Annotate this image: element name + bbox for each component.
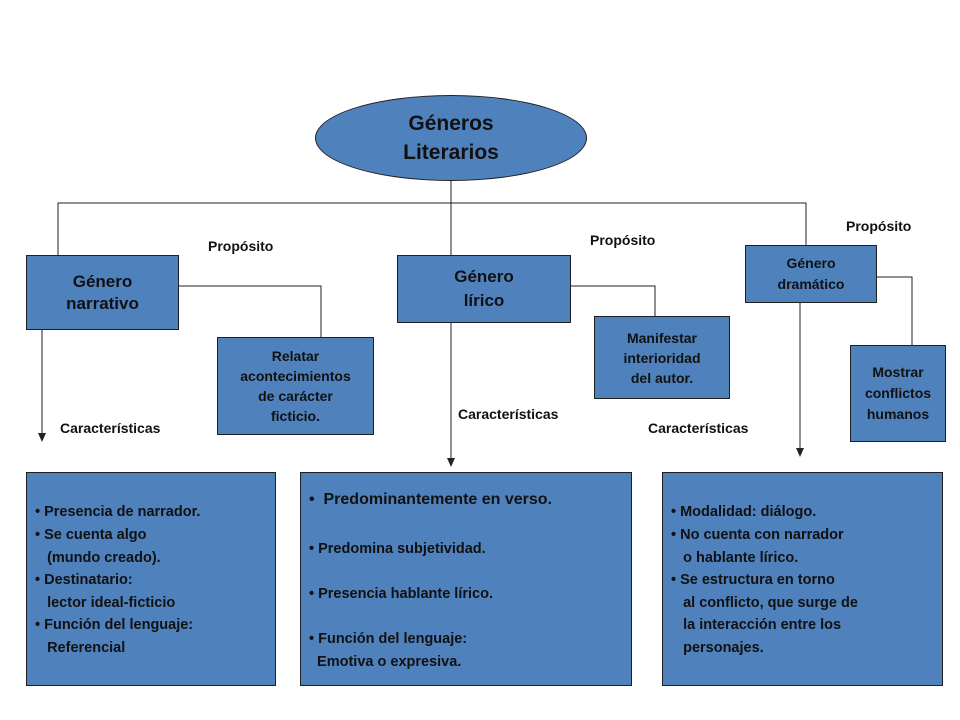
list-item: • No cuenta con narrador o hablante líri… [671, 527, 844, 566]
proposito-dramatico-box: Mostrar conflictos humanos [850, 345, 946, 442]
list-item: • Predominantemente en verso. [309, 491, 553, 508]
caracteristicas-label-dramatico: Características [648, 420, 749, 436]
list-item: • Se cuenta algo (mundo creado). [35, 527, 161, 566]
genero-narrativo-node: Género narrativo [26, 255, 179, 330]
caracteristicas-lirico-box: • Predominantemente en verso. • Predomin… [300, 472, 632, 686]
list-item: • Destinatario: lector ideal-ficticio [35, 572, 176, 611]
list-item: • Presencia de narrador. [35, 504, 201, 520]
genero-dramatico-node: Género dramático [745, 245, 877, 303]
caracteristicas-narrativo-box: • Presencia de narrador. • Se cuenta alg… [26, 472, 276, 686]
list-item: • Función del lenguaje: Referencial [35, 617, 194, 656]
root-generos-literarios: Géneros Literarios [315, 95, 587, 181]
list-item: • Función del lenguaje: Emotiva o expres… [309, 631, 468, 670]
list-item: • Modalidad: diálogo. [671, 504, 817, 520]
caracteristicas-label-narrativo: Características [60, 420, 161, 436]
proposito-lirico-box: Manifestar interioridad del autor. [594, 316, 730, 399]
genero-lirico-node: Género lírico [397, 255, 571, 323]
list-item: • Predomina subjetividad. [309, 541, 486, 557]
proposito-label-narrativo: Propósito [208, 238, 274, 254]
caracteristicas-label-lirico: Características [458, 406, 559, 422]
list-item: • Presencia hablante lírico. [309, 586, 493, 602]
caracteristicas-dramatico-box: • Modalidad: diálogo. • No cuenta con na… [662, 472, 943, 686]
list-item: • Se estructura en torno al conflicto, q… [671, 572, 858, 656]
proposito-label-lirico: Propósito [590, 232, 656, 248]
proposito-narrativo-box: Relatar acontecimientos de carácter fict… [217, 337, 374, 435]
proposito-label-dramatico: Propósito [846, 218, 912, 234]
